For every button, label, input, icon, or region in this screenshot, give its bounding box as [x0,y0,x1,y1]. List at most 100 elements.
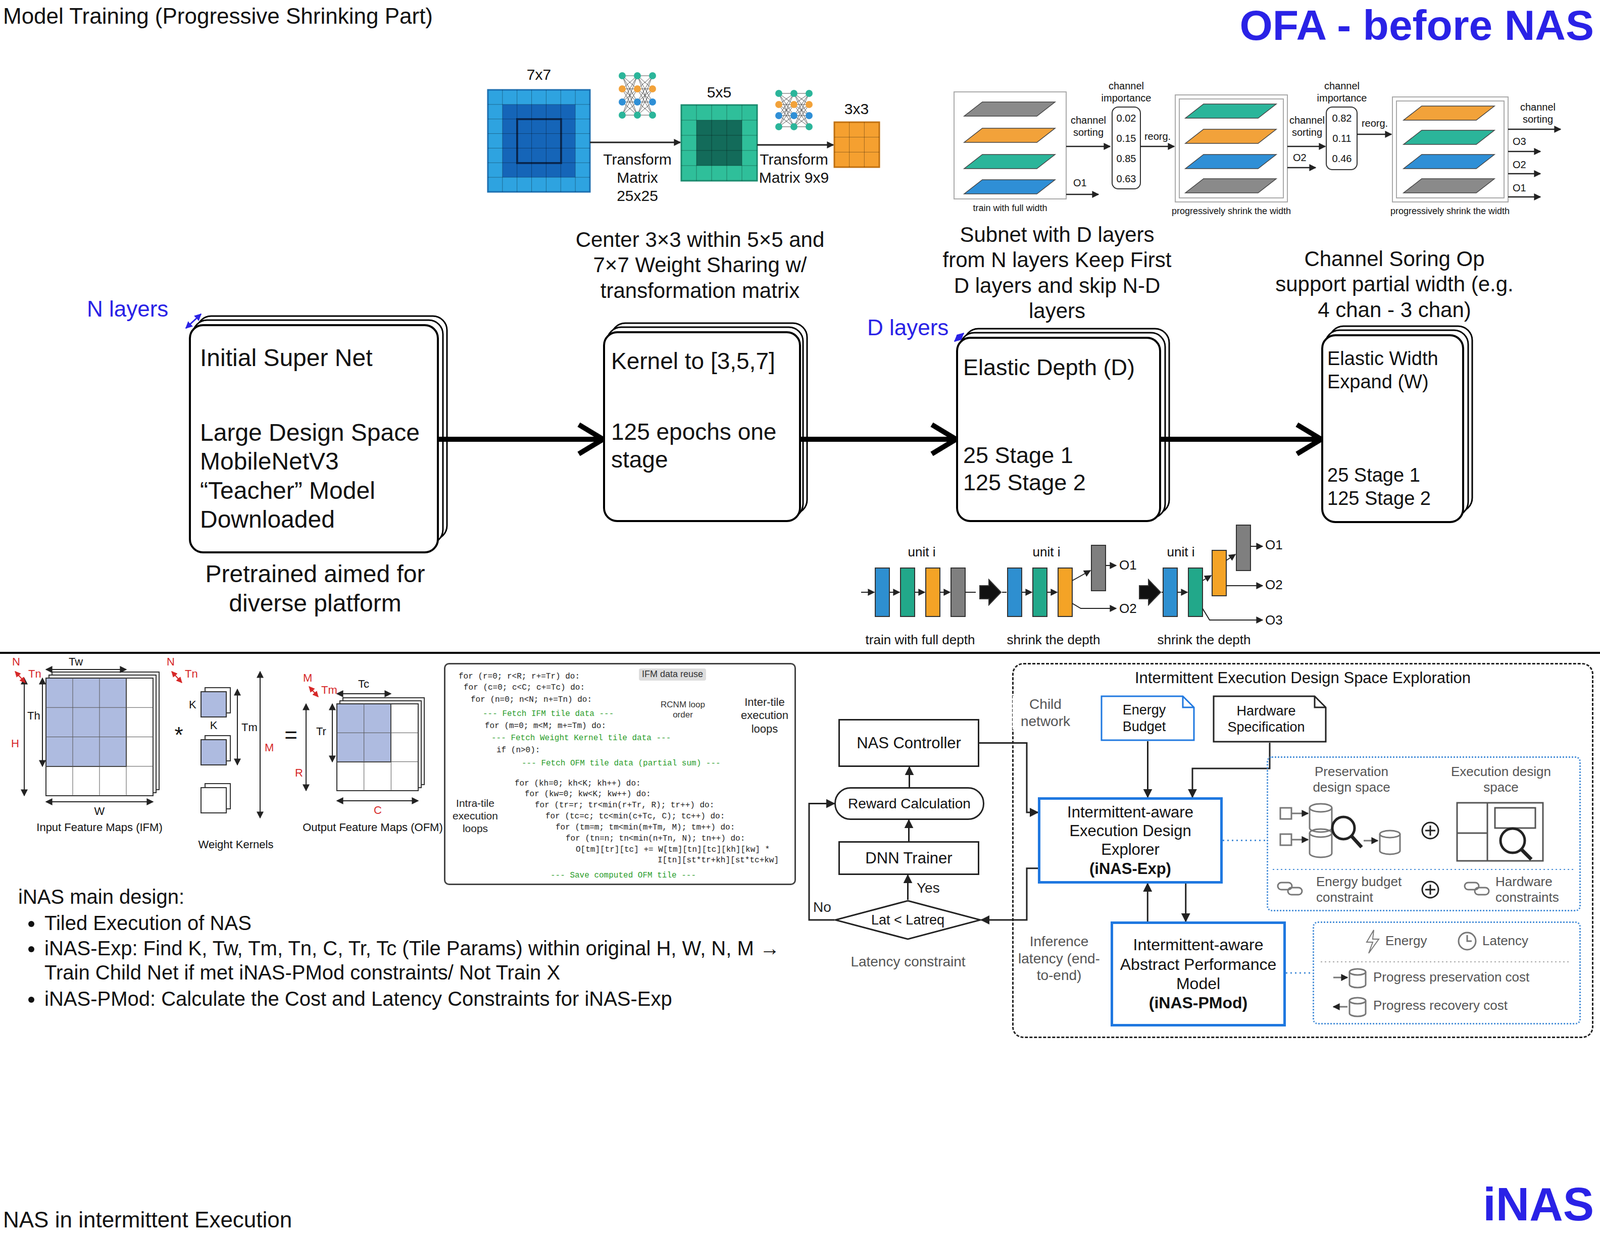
code-line: O[tm][tr][tc] += W[tm][tn][tc][kh][kw] * [575,845,770,856]
net-node [805,123,813,131]
kernel-figure-part [696,120,742,166]
net-node [805,89,813,97]
panel-icon-part [1280,808,1292,820]
dimension-arrow-part [41,678,43,767]
kernel-figure-part [502,104,576,178]
channel-arrow-part [1357,133,1392,136]
label-text: Channel Soring Op support partial width … [1273,246,1516,323]
dimension-arrow-part [236,689,238,766]
node-text: (iNAS-Exp) [1089,859,1172,879]
code-line: for (tr=r; tr<min(r+Tr, R); tr++) do: [534,801,715,811]
panel-icon-part [1494,808,1536,829]
net-node [790,89,798,97]
label-text: O3 [1512,135,1527,148]
grid-line [711,105,713,181]
channel-layer [964,128,1056,143]
panel-icon-part [1422,822,1439,839]
label-text: Tm [321,683,338,697]
channel-layer [1185,129,1277,144]
depth-figure-part [1091,545,1106,591]
depth-arrow-part [1021,591,1032,593]
process-box: Reward Calculation [834,787,985,821]
label-text: N layers [86,295,169,323]
label-text: iNAS-Exp: Find K, Tw, Tm, Tn, C, Tr, Tc … [44,936,803,985]
depth-figure-part [1032,568,1047,617]
tiling-figure-part [201,739,227,766]
grid-line [681,135,758,136]
depth-figure-part [1212,550,1227,596]
label-text: NAS in intermittent Execution [3,1207,292,1234]
label-text: Tn [28,667,42,681]
label-text: 5x5 [707,83,732,102]
label-text: progressively shrink the width [1390,206,1510,218]
panel-icon-part [1521,849,1532,860]
label-text: channel sorting [1287,114,1327,139]
divider-line-part [0,652,1600,655]
node-text: Elastic Depth (D) [963,354,1135,382]
panel-icon-part [1425,825,1436,836]
grid-line [502,89,503,192]
depth-figure-part [900,568,915,617]
supernet-box: Initial Super NetLarge Design SpaceMobil… [188,324,439,554]
node-text: 25 Stage 1 [1327,464,1421,488]
label-text: Latency constraint [850,953,966,971]
node-text: Elastic Width Expand (W) [1327,347,1454,394]
net-link [778,93,794,127]
panel-icon-part [1457,803,1488,862]
channel-arrow-part [1508,151,1541,153]
code-line: if (n>0): [496,745,540,756]
stage-box: Kernel to [3,5,7]125 epochs one stage [603,331,802,523]
panel-icon-part [1291,813,1309,815]
label-text: progressively shrink the width [1171,206,1291,218]
code-line: for (r=0; r<R; r+=Tr) do: [458,672,580,682]
panel-icon [1272,803,1574,1017]
dimension-arrow-part [23,678,25,796]
channel-layer [1185,154,1277,169]
label-text: Transform Matrix 25x25 [594,150,681,206]
label-text: 0.15 [1116,132,1137,145]
panel-icon-part [1287,887,1303,895]
label-text: R [294,766,304,780]
net-node [790,101,798,109]
node-text: 125 Stage 2 [963,469,1086,497]
panel-icon-part [1320,961,1571,963]
flow-arrow [809,804,835,921]
net-node [618,98,626,106]
flow-arrow [979,743,1038,814]
flow-arrow [1184,883,1187,922]
tile-grid [45,678,419,796]
net-node [775,123,783,131]
label-text: iNAS [1482,1176,1594,1233]
bullet-dot [28,921,35,1004]
flow-arrow [1146,741,1149,798]
channel-figure [954,91,1509,203]
bullet-dot-part [28,921,35,928]
document-outline [1213,696,1326,742]
panel-icon-part [1349,972,1366,988]
node-text: 25 Stage 1 [963,441,1074,470]
label-text: shrink the depth [1006,632,1100,648]
code-line: for (tm=m; tm<min(m+Tm, M); tm++) do: [555,823,735,833]
label-text: 0.63 [1116,172,1137,185]
node-text: DNN Trainer [865,848,953,868]
grid-line [864,122,865,168]
diamond-outline [835,901,981,940]
node-text: Intermittent Execution Design Space Expl… [1013,668,1592,688]
depth-figure-part [951,568,966,617]
panel-icon-part [1500,828,1525,854]
document-outline [1100,695,1195,742]
channel-arrow-part [1066,145,1111,148]
code-line: I[tn][st*tr+kh][st*tc+kw] [657,856,779,866]
process-box: NAS Controller [838,719,980,768]
label-text: Pretrained aimed for diverse platform [183,559,447,618]
code-line: --- Fetch Weight Kernel tile data --- [491,733,671,744]
channel-arrow-part [1508,196,1541,198]
dimension-arrow-part [15,671,26,683]
stage-box: Elastic Depth (D) 25 Stage 1125 Stage 2 [956,336,1162,523]
net-node [790,112,798,120]
depth-figure-part [875,568,890,617]
document-fold [1314,696,1326,708]
kernel-figure-part [517,119,562,164]
label-text: O2 [1512,158,1527,171]
